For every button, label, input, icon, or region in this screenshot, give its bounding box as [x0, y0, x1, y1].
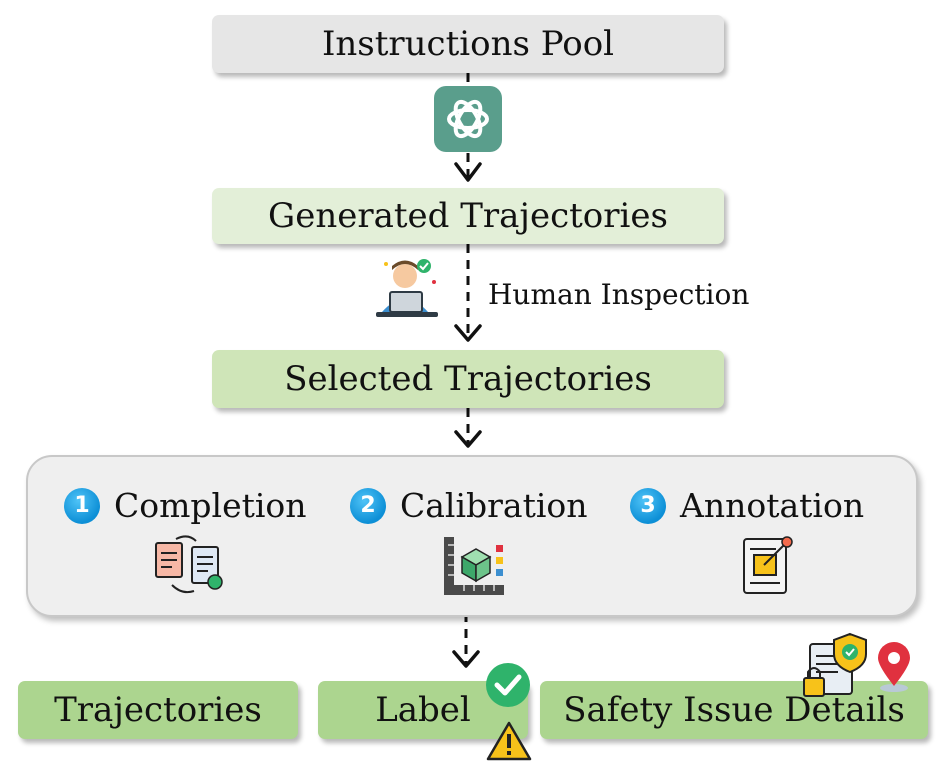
instructions-pool-label: Instructions Pool: [321, 24, 615, 64]
calibration-ruler-cube-icon: [444, 537, 504, 595]
documents-swap-icon: [155, 535, 223, 594]
arrowhead-outputs: [452, 650, 480, 668]
step-number-badge: 1: [64, 487, 100, 524]
processing-steps-panel: 1 Completion 2 Calibration 3 Annotation: [26, 455, 918, 617]
step-label: Completion: [114, 486, 307, 525]
step-number-badge: 2: [350, 487, 386, 524]
output-label-text: Label: [375, 690, 471, 730]
human-inspection-label: Human Inspection: [488, 278, 750, 311]
step-completion: 1 Completion: [64, 486, 307, 525]
generated-trajectories-node: Generated Trajectories: [212, 188, 724, 244]
location-pin-icon: [878, 642, 910, 692]
step-label: Annotation: [680, 486, 865, 525]
arrowhead-process: [454, 430, 482, 448]
step-number-badge: 3: [630, 487, 666, 524]
output-safety-node: Safety Issue Details: [540, 681, 928, 739]
generated-trajectories-label: Generated Trajectories: [268, 196, 668, 236]
instructions-pool-node: Instructions Pool: [212, 15, 724, 73]
person-at-laptop-icon: [376, 259, 438, 317]
warning-triangle-icon: [486, 721, 532, 761]
output-trajectories-node: Trajectories: [18, 681, 298, 739]
openai-logo-icon: [434, 86, 502, 152]
arrowhead-selected: [454, 324, 482, 342]
output-safety-text: Safety Issue Details: [563, 690, 905, 730]
annotated-document-icon: [743, 536, 793, 594]
selected-trajectories-label: Selected Trajectories: [284, 359, 652, 399]
selected-trajectories-node: Selected Trajectories: [212, 350, 724, 408]
output-trajectories-label: Trajectories: [54, 690, 262, 730]
document-shield-lock-icon: [803, 632, 867, 697]
step-calibration: 2 Calibration: [350, 486, 588, 525]
step-annotation: 3 Annotation: [630, 486, 864, 525]
green-check-icon: [486, 663, 530, 707]
arrowhead-generated: [454, 162, 482, 182]
step-label: Calibration: [400, 486, 588, 525]
